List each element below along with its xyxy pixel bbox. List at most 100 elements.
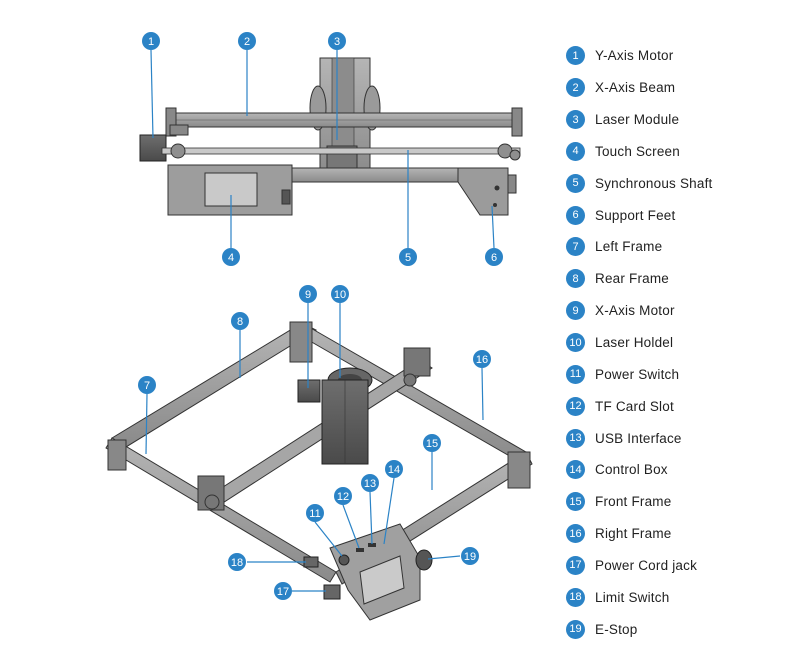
callout-7: 7 <box>138 376 156 394</box>
callout-num: 17 <box>277 586 289 598</box>
legend-item: 11 Power Switch <box>566 358 791 390</box>
legend-number-badge: 9 <box>566 301 585 321</box>
legend-label: Front Frame <box>595 494 672 510</box>
legend-item: 3 Laser Module <box>566 104 791 136</box>
callout-5: 5 <box>399 248 417 266</box>
callout-lines <box>145 49 495 592</box>
callout-3: 3 <box>328 32 346 50</box>
legend-label: Power Cord jack <box>595 557 698 573</box>
callout-num: 12 <box>337 491 349 503</box>
legend-label: Support Feet <box>595 207 676 223</box>
legend-item: 19 E-Stop <box>566 613 791 645</box>
callout-num: 6 <box>491 252 497 264</box>
legend-number-badge: 5 <box>566 173 585 193</box>
legend-label: Limit Switch <box>595 589 670 605</box>
callout-num: 5 <box>405 252 411 264</box>
legend-label: Power Switch <box>595 366 680 382</box>
callout-num: 10 <box>334 289 346 301</box>
callout-num: 19 <box>464 551 476 563</box>
x-axis-motor <box>297 379 321 403</box>
synchronous-shaft <box>161 147 521 155</box>
callout-num: 4 <box>228 252 234 264</box>
callout-4: 4 <box>222 248 240 266</box>
front-view <box>139 57 523 216</box>
legend-item: 4 Touch Screen <box>566 136 791 168</box>
legend-number-badge: 10 <box>566 333 585 353</box>
legend-number-badge: 12 <box>566 396 585 416</box>
legend-label: Rear Frame <box>595 271 670 287</box>
legend-item: 18 Limit Switch <box>566 581 791 613</box>
callout-13: 13 <box>361 474 379 492</box>
parts-legend: 1 Y-Axis Motor 2 X-Axis Beam 3 Laser Module… <box>566 40 791 645</box>
legend-item: 2 X-Axis Beam <box>566 72 791 104</box>
support-feet <box>457 167 509 216</box>
legend-label: Y-Axis Motor <box>595 48 674 64</box>
callout-num: 11 <box>309 508 320 520</box>
legend-number-badge: 17 <box>566 555 585 575</box>
iso-view <box>105 321 533 621</box>
legend-item: 5 Synchronous Shaft <box>566 167 791 199</box>
legend-item: 17 Power Cord jack <box>566 550 791 582</box>
callouts: 1 2 3 4 5 6 7 8 9 10 11 12 13 14 15 16 1… <box>138 32 503 600</box>
legend-label: E-Stop <box>595 621 638 637</box>
legend-label: X-Axis Beam <box>595 80 676 96</box>
legend-number-badge: 19 <box>566 619 585 639</box>
legend-number-badge: 7 <box>566 237 585 257</box>
callout-1: 1 <box>142 32 160 50</box>
limit-switch <box>303 556 319 568</box>
legend-number-badge: 8 <box>566 269 585 289</box>
legend-item: 7 Left Frame <box>566 231 791 263</box>
callout-9: 9 <box>299 285 317 303</box>
legend-number-badge: 15 <box>566 492 585 512</box>
callout-num: 2 <box>244 36 250 48</box>
legend-number-badge: 1 <box>566 46 585 66</box>
legend-item: 10 Laser Holdel <box>566 327 791 359</box>
legend-label: USB Interface <box>595 430 682 446</box>
legend-label: Synchronous Shaft <box>595 175 713 191</box>
callout-num: 13 <box>364 478 376 490</box>
callout-15: 15 <box>423 434 441 452</box>
callout-18: 18 <box>228 553 246 571</box>
callout-17: 17 <box>274 582 292 600</box>
legend-label: X-Axis Motor <box>595 303 675 319</box>
legend-number-badge: 2 <box>566 78 585 98</box>
callout-19: 19 <box>461 547 479 565</box>
callout-num: 16 <box>476 354 488 366</box>
legend-number-badge: 18 <box>566 587 585 607</box>
legend-label: Control Box <box>595 462 668 478</box>
legend-item: 1 Y-Axis Motor <box>566 40 791 72</box>
callout-16: 16 <box>473 350 491 368</box>
callout-num: 14 <box>388 464 400 476</box>
legend-number-badge: 3 <box>566 110 585 130</box>
callout-11: 11 <box>306 504 324 522</box>
callout-num: 8 <box>237 316 243 328</box>
e-stop <box>415 549 433 571</box>
legend-item: 12 TF Card Slot <box>566 390 791 422</box>
callout-num: 9 <box>305 289 311 301</box>
legend-label: Right Frame <box>595 526 672 542</box>
callout-2: 2 <box>238 32 256 50</box>
legend-label: Laser Module <box>595 112 680 128</box>
callout-8: 8 <box>231 312 249 330</box>
callout-12: 12 <box>334 487 352 505</box>
legend-label: TF Card Slot <box>595 398 674 414</box>
legend-item: 8 Rear Frame <box>566 263 791 295</box>
legend-number-badge: 13 <box>566 428 585 448</box>
callout-14: 14 <box>385 460 403 478</box>
legend-label: Touch Screen <box>595 143 680 159</box>
callout-6: 6 <box>485 248 503 266</box>
callout-num: 7 <box>144 380 150 392</box>
legend-number-badge: 11 <box>566 364 585 384</box>
legend-item: 14 Control Box <box>566 454 791 486</box>
callout-num: 15 <box>426 438 438 450</box>
legend-label: Left Frame <box>595 239 663 255</box>
legend-number-badge: 14 <box>566 460 585 480</box>
callout-num: 18 <box>231 557 243 569</box>
legend-label: Laser Holdel <box>595 335 674 351</box>
legend-number-badge: 16 <box>566 524 585 544</box>
legend-number-badge: 4 <box>566 141 585 161</box>
callout-10: 10 <box>331 285 349 303</box>
legend-item: 13 USB Interface <box>566 422 791 454</box>
